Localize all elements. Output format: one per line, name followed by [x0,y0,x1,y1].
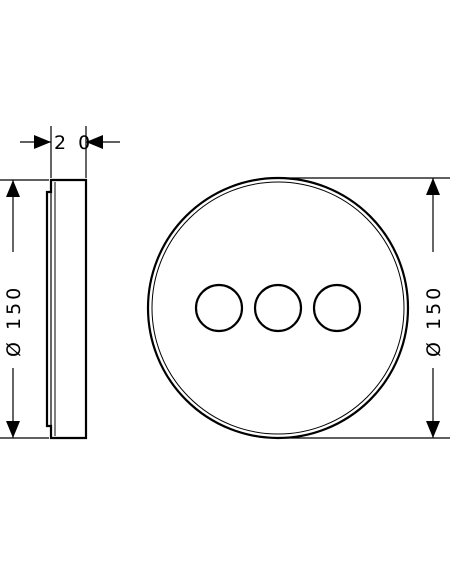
depth-dimension: 2 0 [20,126,120,178]
button-1 [194,283,244,333]
side-view-outline [45,178,88,440]
front-plate-outline [146,176,410,440]
front-diameter-dimension: Ø 150 [278,177,450,439]
arrow-left-icon [86,135,103,149]
arrow-down-icon [6,421,20,438]
arrow-up-icon [6,180,20,197]
arrow-right-icon [34,135,51,149]
side-diameter-label: Ø 150 [3,285,25,357]
button-2 [253,283,303,333]
arrow-up-icon [426,178,440,195]
front-diameter-label: Ø 150 [423,285,445,357]
button-3 [312,283,362,333]
arrow-down-icon [426,421,440,438]
depth-label: 2 0 [54,132,93,154]
front-view [146,176,410,440]
side-view [45,178,88,440]
side-diameter-dimension: Ø 150 [0,179,49,439]
front-plate-inner-edge [151,181,405,435]
